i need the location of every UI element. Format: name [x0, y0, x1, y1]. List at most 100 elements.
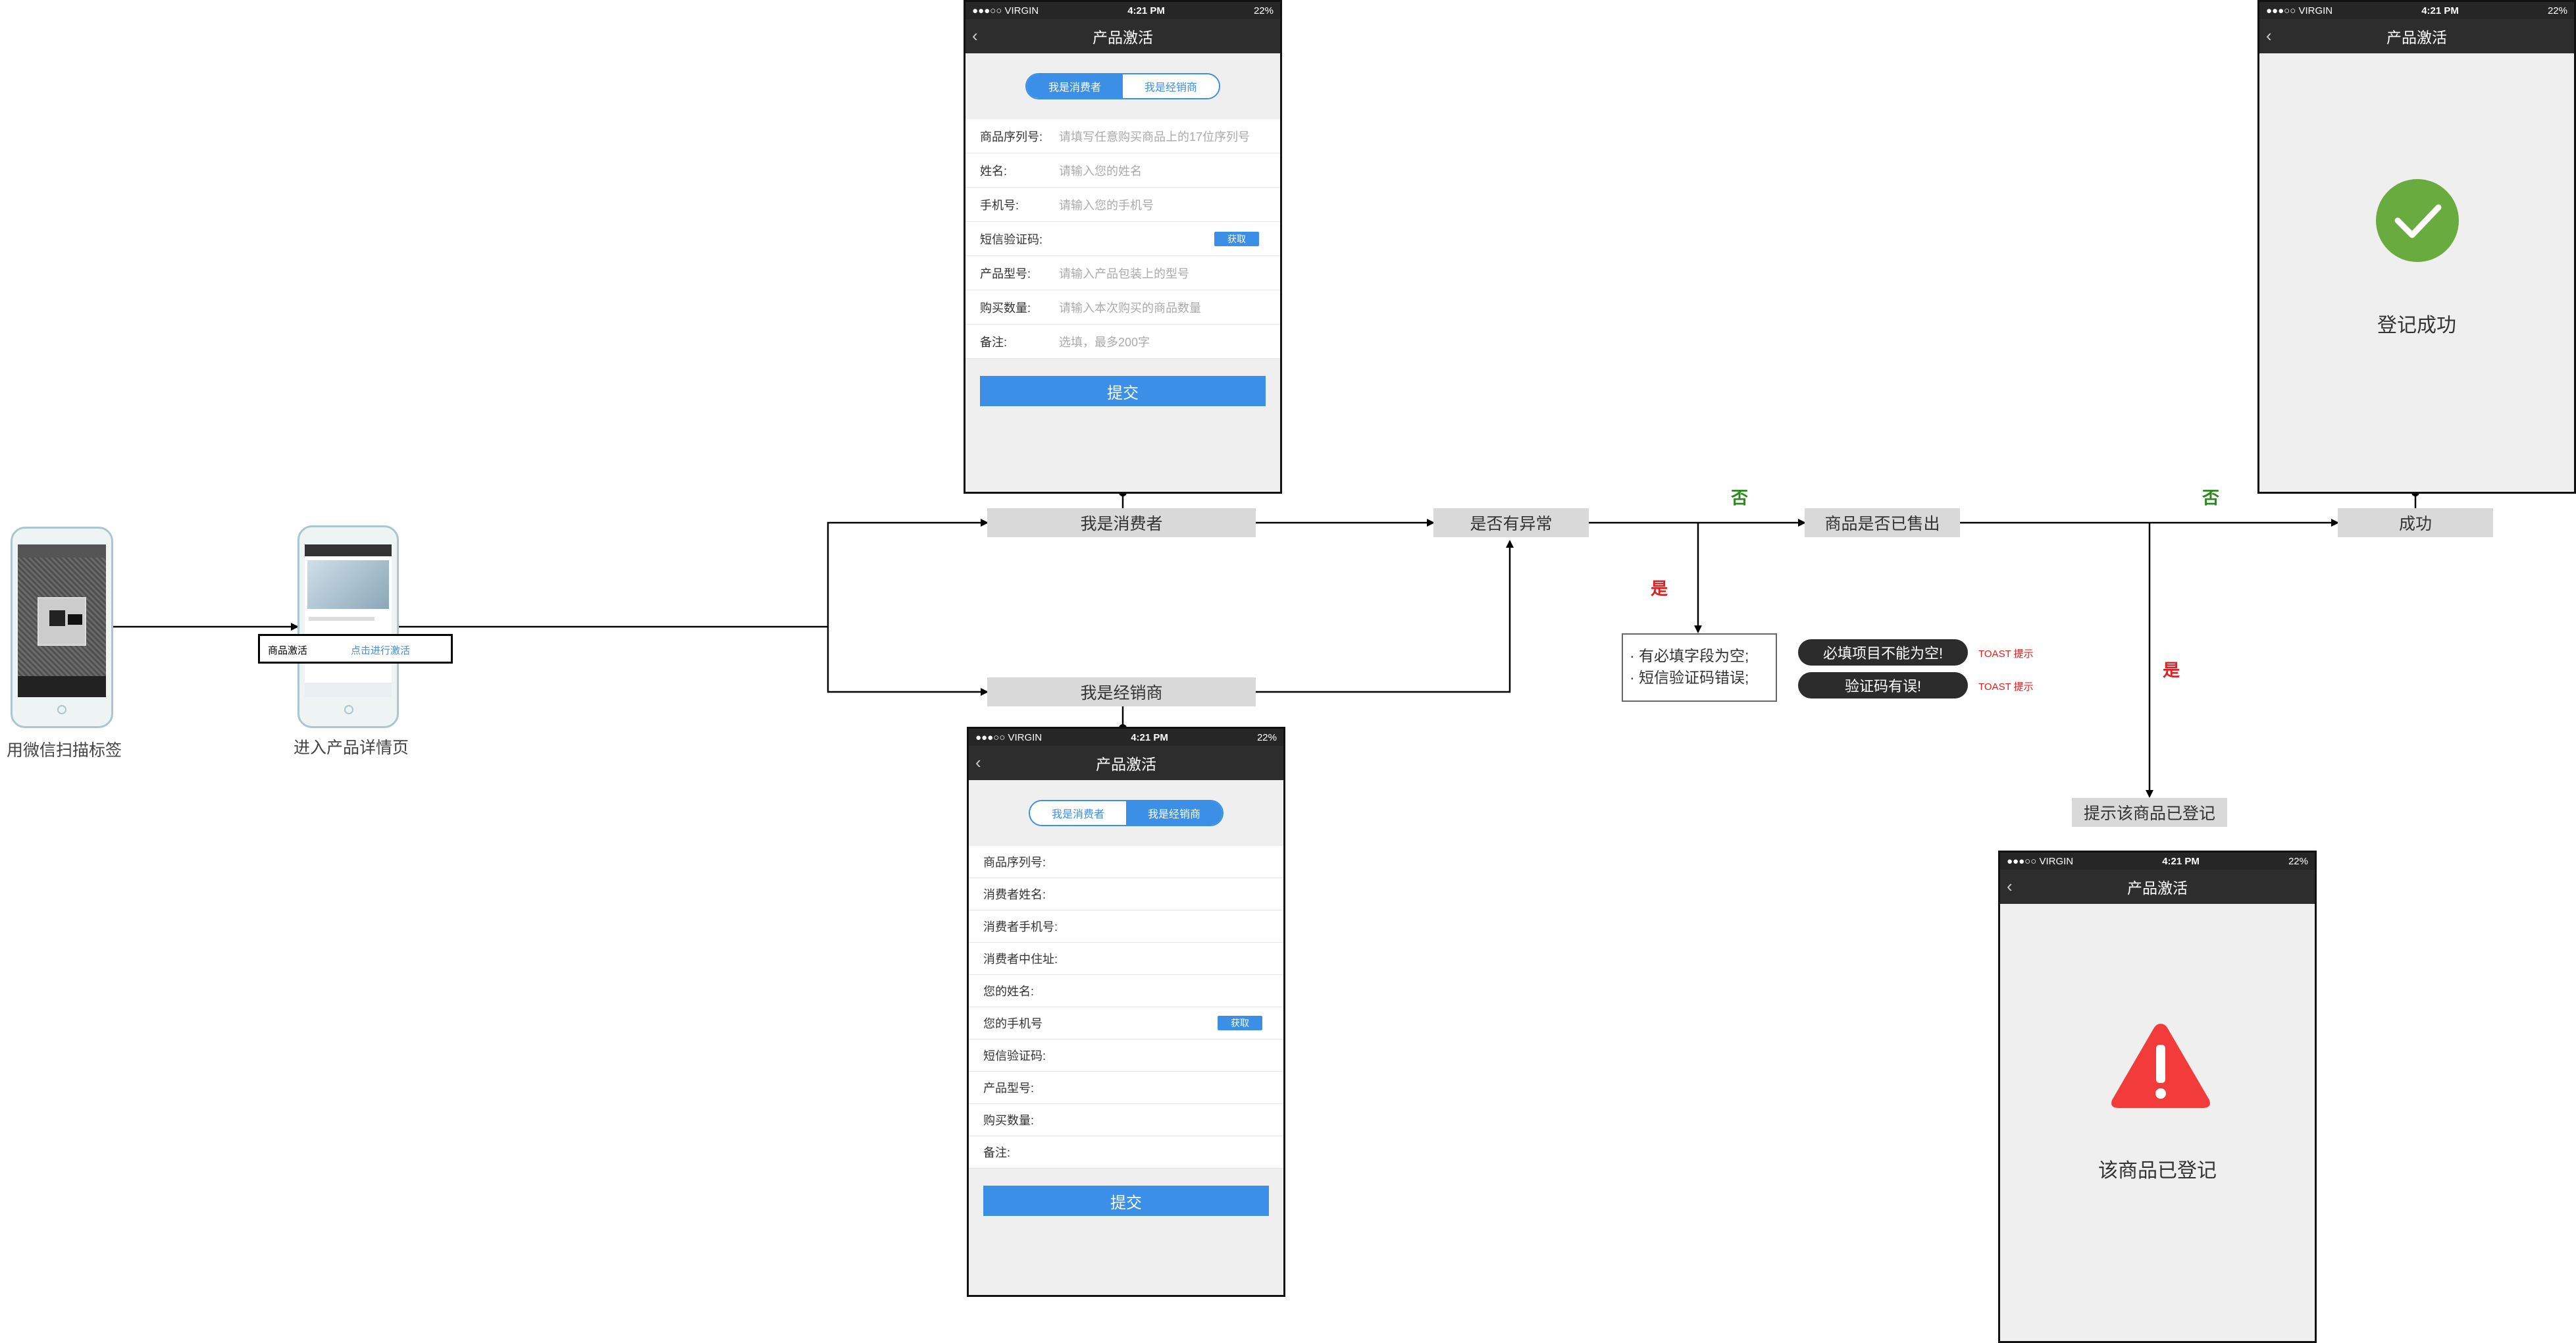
- segment-consumer[interactable]: 我是消费者: [1030, 801, 1126, 825]
- carrier-label: ●●●○○ VIRGIN: [2007, 855, 2074, 867]
- back-icon[interactable]: ‹: [972, 26, 978, 45]
- form-row-placeholder[interactable]: 选填，最多200字: [1059, 335, 1150, 349]
- qr-code-2: [68, 614, 82, 625]
- form-row[interactable]: 购买数量:请输入本次购买的商品数量: [966, 290, 1280, 325]
- phone-thumb-detail: [297, 525, 399, 728]
- home-button: [57, 705, 66, 714]
- toast-label: TOAST 提示: [1978, 648, 2034, 660]
- activation-callout[interactable]: 商品激活 点击进行激活: [258, 634, 453, 664]
- form-row-placeholder[interactable]: 请输入您的手机号: [1059, 198, 1154, 212]
- node-dealer: 我是经销商: [987, 677, 1256, 706]
- role-segment: 我是消费者 我是经销商: [1029, 800, 1224, 826]
- label-no-sold: 否: [2202, 488, 2220, 508]
- node-consumer: 我是消费者: [987, 508, 1256, 537]
- form-row-label: 短信验证码:: [980, 232, 1043, 246]
- phone-thumb-scan: [11, 527, 113, 728]
- segment-dealer[interactable]: 我是经销商: [1123, 74, 1219, 98]
- detail-bottom-bar: [305, 683, 392, 697]
- detail-product-image: [307, 560, 389, 609]
- form-row-label: 您的手机号: [983, 1017, 1043, 1030]
- time-label: 4:21 PM: [2162, 855, 2200, 867]
- screen-title: 产品激活: [1096, 756, 1156, 773]
- form-row[interactable]: 消费者手机号:: [969, 910, 1283, 943]
- home-button: [344, 705, 353, 714]
- screen-title: 产品激活: [1093, 29, 1153, 46]
- form-row-placeholder[interactable]: 请输入本次购买的商品数量: [1059, 301, 1201, 315]
- consumer-activation-screen: ●●●○○ VIRGIN 4:21 PM 22% ‹ 产品激活 我是消费者 我是…: [964, 0, 1282, 494]
- node-registered: 提示该商品已登记: [2072, 798, 2227, 827]
- node-exception: 是否有异常: [1433, 508, 1589, 537]
- node-sold: 商品是否已售出: [1805, 508, 1960, 537]
- arrow-dealer-to-exception: [1256, 540, 1514, 693]
- form-row-label: 商品序列号:: [983, 856, 1046, 869]
- dealer-activation-screen: ●●●○○ VIRGIN 4:21 PM 22% ‹ 产品激活 我是消费者 我是…: [967, 727, 1285, 1297]
- form-row-placeholder[interactable]: 请输入产品包装上的型号: [1059, 267, 1189, 280]
- back-icon[interactable]: ‹: [2007, 876, 2013, 896]
- scan-screen: [18, 544, 106, 697]
- status-bar: ●●●○○ VIRGIN 4:21 PM 22%: [2259, 2, 2574, 19]
- form-row-label: 消费者手机号:: [983, 920, 1058, 934]
- form-row[interactable]: 您的姓名:: [969, 975, 1283, 1007]
- form-row-placeholder[interactable]: 请填写任意购买商品上的17位序列号: [1059, 130, 1250, 144]
- segment-consumer[interactable]: 我是消费者: [1027, 74, 1123, 98]
- form-row[interactable]: 商品序列号:: [969, 846, 1283, 878]
- scan-toolbar: [18, 676, 106, 697]
- form-row[interactable]: 产品型号: 请输入产品包装上的型号: [966, 256, 1280, 290]
- time-label: 4:21 PM: [2421, 5, 2459, 16]
- battery-label: 22%: [2547, 5, 2567, 16]
- arrow-to-consumer: [827, 519, 989, 627]
- status-bar: ●●●○○ VIRGIN 4:21 PM 22%: [969, 729, 1283, 746]
- detail-line: [309, 617, 374, 621]
- screen-title: 产品激活: [2386, 29, 2447, 46]
- role-segment-wrap: 我是消费者 我是经销商: [969, 780, 1283, 846]
- toast-label: TOAST 提示: [1978, 681, 2034, 693]
- scan-caption: 用微信扫描标签: [7, 741, 122, 760]
- form-row-placeholder[interactable]: 请输入您的姓名: [1059, 164, 1142, 178]
- nav-bar: ‹ 产品激活: [966, 19, 1280, 53]
- carrier-label: ●●●○○ VIRGIN: [2266, 5, 2333, 16]
- back-icon[interactable]: ‹: [975, 752, 981, 772]
- label-yes-exception: 是: [1651, 579, 1668, 598]
- label-yes-sold: 是: [2163, 660, 2180, 680]
- form-row[interactable]: 购买数量:: [969, 1104, 1283, 1136]
- form-row[interactable]: 您的手机号 获取: [969, 1007, 1283, 1040]
- form-row-label: 产品型号:: [983, 1082, 1035, 1095]
- form-row[interactable]: 短信验证码: 获取: [966, 222, 1280, 256]
- form-row[interactable]: 姓名:请输入您的姓名: [966, 153, 1280, 188]
- segment-dealer[interactable]: 我是经销商: [1126, 801, 1222, 825]
- toast-code-error: 验证码有误!: [1798, 672, 1968, 698]
- error-item: · 短信验证码错误;: [1630, 669, 1749, 686]
- form-row[interactable]: 消费者中住址:: [969, 943, 1283, 975]
- back-icon[interactable]: ‹: [2266, 26, 2272, 45]
- label-no-exception: 否: [1731, 488, 1749, 508]
- form-row-label: 您的姓名:: [983, 985, 1035, 998]
- form-row-label: 购买数量:: [983, 1114, 1035, 1127]
- carrier-label: ●●●○○ VIRGIN: [972, 5, 1039, 16]
- registered-message: 该商品已登记: [2098, 1160, 2217, 1182]
- form-row-label: 消费者中住址:: [983, 953, 1058, 966]
- dealer-form: 商品序列号: 消费者姓名: 消费者手机号: 消费者中住址: 您的姓名: 您的手机号 获取短信…: [969, 846, 1283, 1169]
- submit-button[interactable]: 提交: [983, 1186, 1269, 1216]
- form-row-label: 产品型号:: [980, 267, 1031, 280]
- form-row[interactable]: 产品型号:: [969, 1072, 1283, 1104]
- status-bar: ●●●○○ VIRGIN 4:21 PM 22%: [966, 2, 1280, 19]
- role-segment: 我是消费者 我是经销商: [1025, 73, 1220, 99]
- callout-action[interactable]: 点击进行激活: [351, 645, 411, 656]
- get-code-button[interactable]: 获取: [1218, 1016, 1262, 1030]
- nav-bar: ‹ 产品激活: [2000, 870, 2315, 904]
- callout-title: 商品激活: [268, 645, 308, 656]
- form-row[interactable]: 短信验证码:: [969, 1040, 1283, 1072]
- registered-screen: ●●●○○ VIRGIN 4:21 PM 22% ‹ 产品激活 该商品已登记: [1998, 851, 2317, 1343]
- form-row[interactable]: 商品序列号:请填写任意购买商品上的17位序列号: [966, 119, 1280, 153]
- submit-button[interactable]: 提交: [980, 376, 1266, 406]
- form-row[interactable]: 备注:: [969, 1136, 1283, 1169]
- consumer-form: 商品序列号:请填写任意购买商品上的17位序列号姓名:请输入您的姓名手机号: 请输入…: [966, 119, 1280, 359]
- form-row-label: 手机号:: [980, 198, 1019, 212]
- form-row[interactable]: 消费者姓名:: [969, 878, 1283, 910]
- get-code-button[interactable]: 获取: [1214, 232, 1259, 246]
- nav-bar: ‹ 产品激活: [2259, 19, 2574, 53]
- form-row[interactable]: 手机号: 请输入您的手机号: [966, 188, 1280, 222]
- time-label: 4:21 PM: [1131, 731, 1168, 743]
- form-row[interactable]: 备注:选填，最多200字: [966, 325, 1280, 359]
